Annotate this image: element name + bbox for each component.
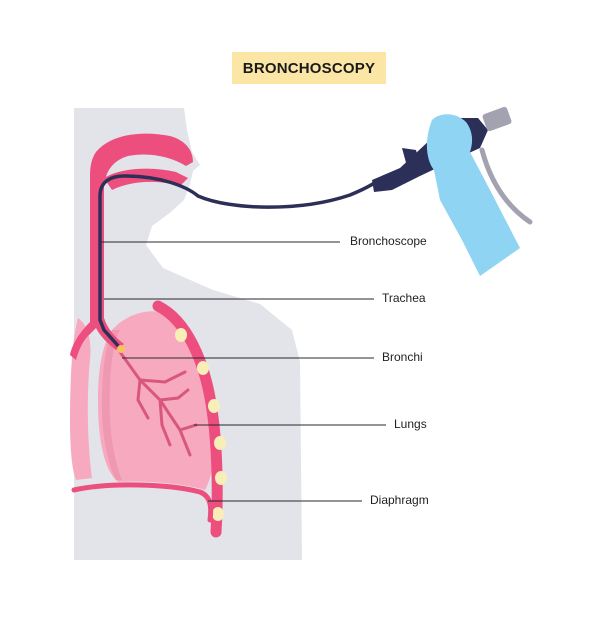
scope-lever (402, 148, 420, 170)
callout-lines (100, 241, 386, 502)
title-banner: BRONCHOSCOPY (232, 52, 386, 84)
gloved-hand-icon (426, 114, 520, 276)
scope-tip-light (117, 345, 125, 353)
right-lung-shade (101, 330, 122, 480)
diagram-title: BRONCHOSCOPY (242, 59, 376, 77)
palate (104, 168, 188, 190)
label-bronchi: Bronchi (382, 350, 423, 364)
diaphragm-band (71, 482, 214, 523)
label-bronchoscope: Bronchoscope (350, 234, 427, 248)
label-diaphragm: Diaphragm (370, 493, 429, 507)
scope-cable (479, 147, 533, 225)
label-trachea: Trachea (382, 291, 426, 305)
scope-handle-cap (482, 106, 512, 132)
rib-dots (175, 328, 227, 521)
bronchoscope-tube (98, 174, 378, 350)
gloved-hand-fingers (437, 130, 461, 152)
bronchial-tree (118, 350, 198, 457)
label-lungs: Lungs (394, 417, 427, 431)
